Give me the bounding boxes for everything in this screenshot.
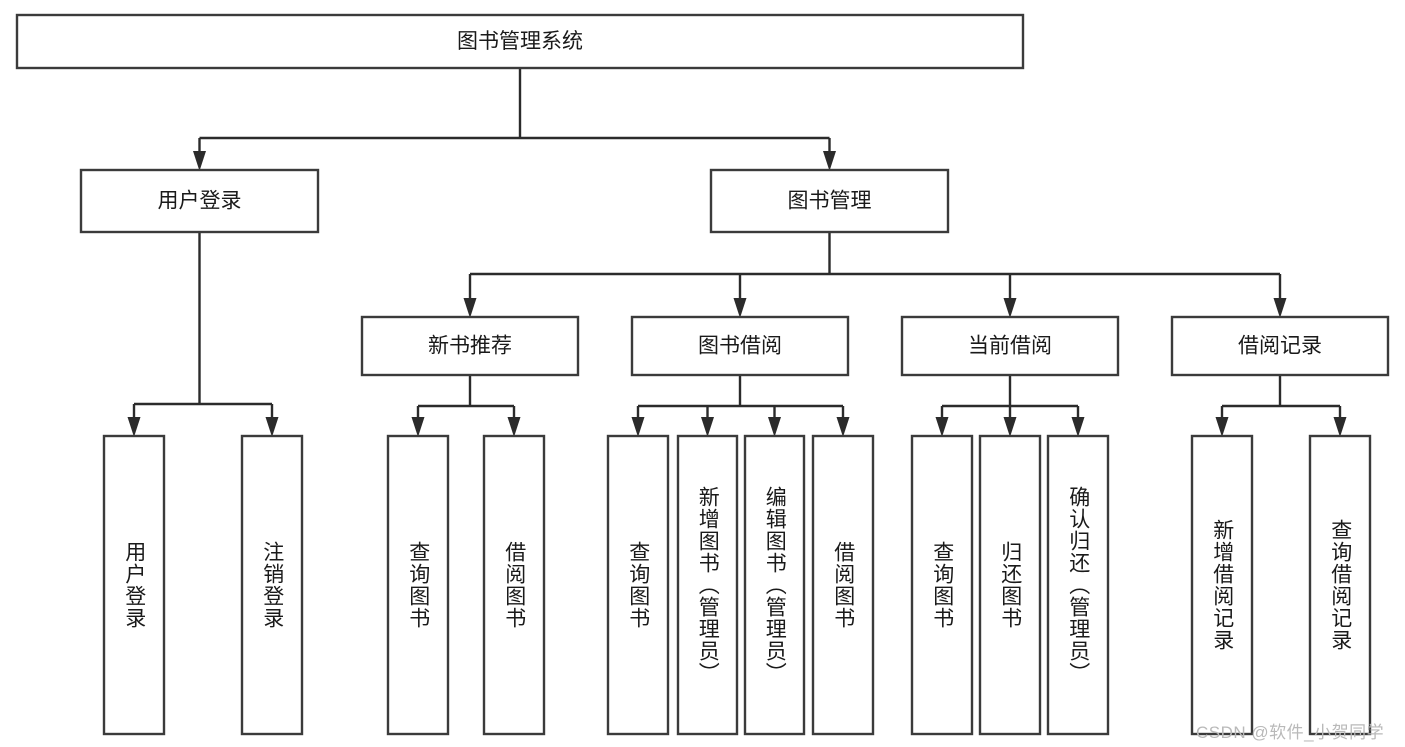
arrow-head-new-book-rec [463, 298, 477, 318]
node-box-leaf-query-book-rec[interactable] [386, 434, 450, 736]
node-box-leaf-query-book[interactable] [606, 434, 670, 736]
node-box-current-borrow[interactable] [900, 315, 1120, 377]
node-box-book-manage[interactable] [709, 168, 950, 234]
arrow-head-book-borrow [733, 298, 747, 318]
node-box-leaf-borrow-book-rec[interactable] [482, 434, 546, 736]
node-label-current-borrow: 当前借阅 [968, 335, 1052, 358]
node-box-leaf-query-book-cur[interactable] [910, 434, 974, 736]
node-box-user-login[interactable] [79, 168, 320, 234]
arrow-head-leaf-query-book-rec [411, 417, 425, 437]
arrow-head-leaf-borrow-book-rec [507, 417, 521, 437]
arrow-head-borrow-record [1273, 298, 1287, 318]
arrow-head-leaf-user-login [127, 417, 141, 437]
arrow-head-leaf-add-record [1215, 417, 1229, 437]
arrow-head-book-manage [823, 151, 836, 171]
csdn-watermark: CSDN @软件_小贺同学 [1196, 723, 1385, 742]
arrow-head-leaf-edit-book [768, 417, 781, 437]
node-box-new-book-rec[interactable] [360, 315, 580, 377]
node-box-leaf-borrow-book[interactable] [811, 434, 875, 736]
node-box-leaf-add-record[interactable] [1190, 434, 1254, 736]
node-box-leaf-user-logout[interactable] [240, 434, 304, 736]
arrow-head-current-borrow [1003, 298, 1017, 318]
node-box-leaf-query-record[interactable] [1308, 434, 1372, 736]
node-box-root[interactable] [15, 13, 1025, 70]
arrow-head-leaf-query-record [1333, 417, 1347, 437]
node-box-layer [15, 13, 1390, 736]
node-label-user-login: 用户登录 [158, 190, 242, 213]
node-box-leaf-user-login[interactable] [102, 434, 166, 736]
node-label-book-manage: 图书管理 [788, 190, 872, 213]
node-box-leaf-add-book[interactable] [676, 434, 739, 736]
arrow-head-leaf-confirm-return [1071, 417, 1085, 437]
arrow-head-leaf-query-book [631, 417, 645, 437]
arrow-head-leaf-user-logout [265, 417, 279, 437]
arrow-head-leaf-query-book-cur [935, 417, 949, 437]
node-label-borrow-record: 借阅记录 [1238, 335, 1322, 358]
node-label-new-book-rec: 新书推荐 [428, 335, 512, 358]
arrow-head-leaf-add-book [701, 417, 714, 437]
arrow-head-leaf-return-book [1003, 417, 1017, 437]
arrow-head-leaf-borrow-book [836, 417, 850, 437]
connector-layer [127, 68, 1347, 437]
node-box-leaf-edit-book[interactable] [743, 434, 806, 736]
node-box-leaf-confirm-return[interactable] [1046, 434, 1110, 736]
node-box-book-borrow[interactable] [630, 315, 850, 377]
arrow-head-user-login [193, 151, 206, 171]
node-box-leaf-return-book[interactable] [978, 434, 1042, 736]
node-label-root: 图书管理系统 [457, 30, 583, 53]
node-box-borrow-record[interactable] [1170, 315, 1390, 377]
node-label-book-borrow: 图书借阅 [698, 335, 782, 358]
